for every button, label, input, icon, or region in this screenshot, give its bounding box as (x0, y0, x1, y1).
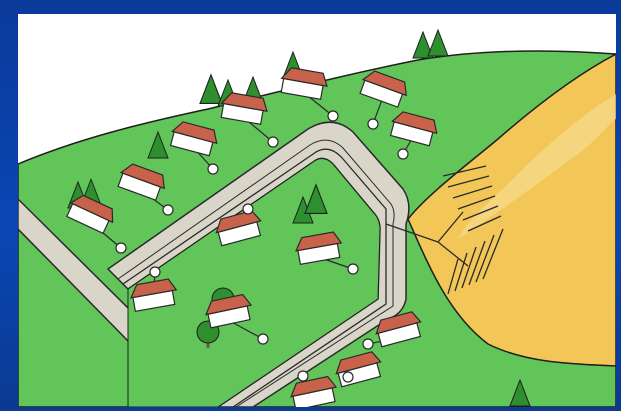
septic-tank-icon (363, 339, 373, 349)
tree-icon (200, 75, 222, 104)
septic-tank-icon (163, 205, 173, 215)
scene-svg (18, 14, 616, 407)
septic-tank-icon (328, 111, 338, 121)
septic-tank-icon (208, 164, 218, 174)
septic-tank-icon (298, 371, 308, 381)
septic-tank-icon (268, 137, 278, 147)
septic-tank-icon (150, 267, 160, 277)
septic-tank-icon (258, 334, 268, 344)
septic-tank-icon (368, 119, 378, 129)
septic-tank-icon (243, 204, 253, 214)
tree-icon (428, 30, 448, 56)
septic-tank-icon (398, 149, 408, 159)
subdivision-sewer-illustration (18, 14, 616, 407)
septic-tank-icon (116, 243, 126, 253)
septic-tank-icon (343, 372, 353, 382)
septic-tank-icon (348, 264, 358, 274)
